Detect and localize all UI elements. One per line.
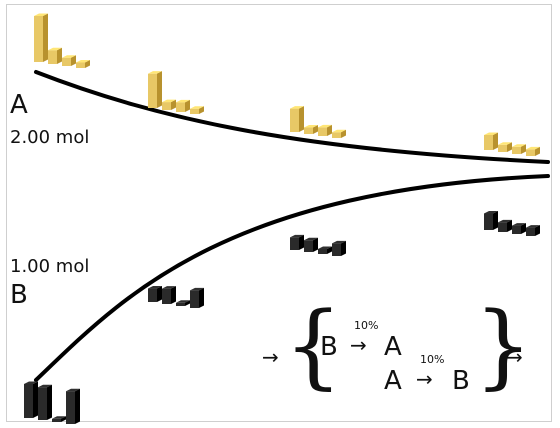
reaction-1-percent: 10% bbox=[354, 319, 379, 332]
reaction-2-product: B bbox=[452, 366, 470, 396]
species-a-bar bbox=[498, 142, 512, 152]
species-b-bar-group-3 bbox=[290, 234, 346, 256]
species-a-bar bbox=[34, 13, 48, 62]
species-a-bar bbox=[290, 106, 304, 132]
species-b-bar bbox=[52, 416, 66, 422]
curve-b bbox=[34, 174, 550, 382]
right-brace: } bbox=[474, 292, 533, 399]
species-b-bar bbox=[148, 286, 162, 302]
species-a-bar bbox=[332, 129, 346, 138]
species-b-bar bbox=[512, 223, 526, 234]
species-b-bar bbox=[498, 219, 512, 232]
reaction-1-reactant: B bbox=[320, 332, 338, 362]
species-b-bar-group-2 bbox=[148, 286, 204, 308]
species-b-label: B bbox=[10, 280, 28, 310]
bar-groups bbox=[24, 13, 540, 424]
species-b-bar-group-1 bbox=[24, 381, 80, 424]
species-b-bar bbox=[290, 234, 304, 250]
species-a-bar bbox=[176, 99, 190, 112]
species-b-bar bbox=[38, 384, 52, 420]
species-a-bar bbox=[318, 124, 332, 136]
inflow-arrow: → bbox=[262, 345, 279, 369]
species-b-bar bbox=[66, 388, 80, 424]
curve-a bbox=[34, 70, 550, 164]
species-b-bar-group-4 bbox=[484, 211, 540, 236]
species-b-bar bbox=[526, 225, 540, 236]
species-a-bar-group-4 bbox=[484, 132, 540, 156]
reaction-2-reactant: A bbox=[384, 366, 402, 396]
species-a-bar-group-1 bbox=[34, 13, 90, 68]
figure-frame bbox=[6, 4, 552, 422]
species-a-bar bbox=[62, 55, 76, 66]
species-b-bar bbox=[190, 287, 204, 308]
species-a-bar bbox=[304, 125, 318, 134]
species-a-bar bbox=[162, 99, 176, 110]
species-a-bar bbox=[76, 59, 90, 68]
species-b-bar bbox=[318, 246, 332, 254]
reaction-1-product: A bbox=[384, 332, 402, 362]
species-b-bar bbox=[304, 237, 318, 252]
species-a-bar bbox=[512, 144, 526, 154]
species-b-bar bbox=[24, 381, 38, 418]
species-b-bar bbox=[484, 211, 498, 230]
species-a-label: A bbox=[10, 90, 28, 120]
species-a-amount: 2.00 mol bbox=[10, 127, 90, 148]
species-a-bar bbox=[48, 47, 62, 64]
species-b-bar bbox=[162, 286, 176, 304]
reaction-2-arrow: → bbox=[416, 367, 433, 391]
species-b-bar bbox=[332, 240, 346, 256]
species-b-bar bbox=[176, 300, 190, 306]
left-brace: { bbox=[284, 292, 343, 399]
species-b-amount: 1.00 mol bbox=[10, 256, 90, 277]
reaction-1-arrow: → bbox=[350, 333, 367, 357]
species-a-bar-group-2 bbox=[148, 71, 204, 114]
reaction-2-percent: 10% bbox=[420, 353, 445, 366]
species-a-bar-group-3 bbox=[290, 106, 346, 138]
species-a-bar bbox=[484, 132, 498, 150]
species-a-bar bbox=[148, 71, 162, 108]
species-a-bar bbox=[526, 146, 540, 156]
species-a-bar bbox=[190, 106, 204, 114]
outflow-arrow: → bbox=[506, 345, 523, 369]
